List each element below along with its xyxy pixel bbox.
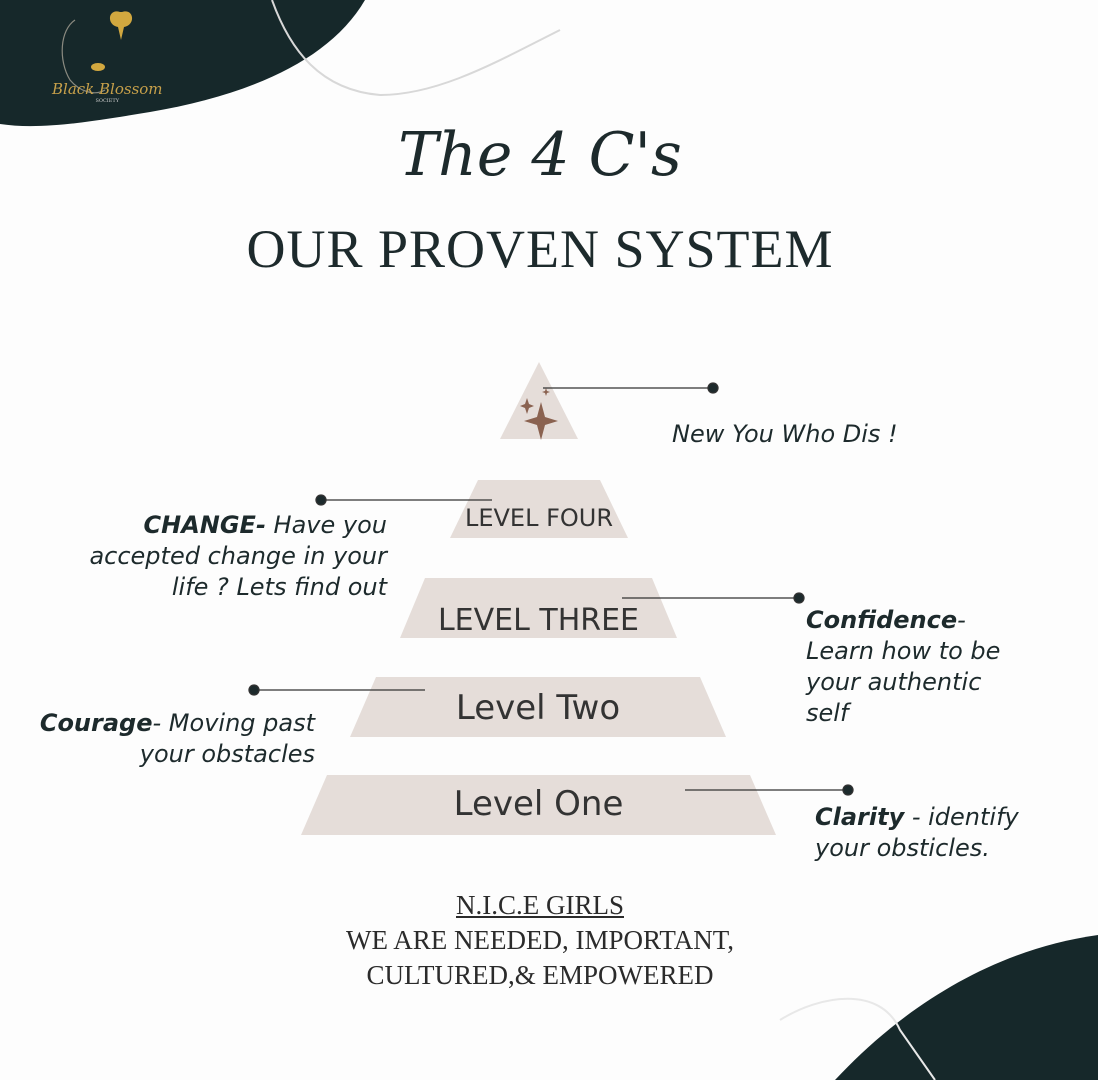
pyramid-level-three bbox=[400, 578, 677, 638]
desc-line: self bbox=[806, 699, 849, 727]
confidence-description: Confidence- Learn how to be your authent… bbox=[806, 605, 1000, 729]
brand-text: Black Blossom bbox=[52, 80, 163, 98]
bottom-right-blob bbox=[835, 935, 1098, 1080]
clarity-description: Clarity - identify your obsticles. bbox=[815, 802, 1019, 864]
confidence-term: Confidence bbox=[806, 606, 958, 634]
change-description: CHANGE- Have you accepted change in your… bbox=[89, 510, 387, 603]
desc-line: Learn how to be bbox=[806, 637, 1001, 665]
pyramid-level-two bbox=[350, 677, 726, 737]
sparkle-icon bbox=[520, 388, 558, 440]
desc-line: - bbox=[957, 606, 966, 634]
desc-line: your obsticles. bbox=[815, 834, 990, 862]
level-one-label: Level One bbox=[453, 784, 624, 824]
courage-term: Courage bbox=[39, 709, 153, 737]
bottom-curve-line bbox=[779, 997, 936, 1080]
desc-line: your obstacles bbox=[139, 740, 315, 768]
footer-heading: N.I.C.E GIRLS bbox=[456, 890, 624, 920]
level-two-label: Level Two bbox=[455, 688, 621, 728]
level-three-label: LEVEL THREE bbox=[437, 603, 640, 638]
pyramid-level-four bbox=[450, 480, 628, 538]
desc-line: your authentic bbox=[806, 668, 982, 696]
page-title: The 4 C's bbox=[398, 120, 682, 190]
top-curve-line bbox=[271, 0, 561, 97]
connector-lines bbox=[248, 382, 854, 796]
desc-line: life ? Lets find out bbox=[171, 573, 387, 601]
pyramid-top bbox=[500, 362, 578, 439]
desc-line: accepted change in your bbox=[89, 542, 387, 570]
desc-line: Have you bbox=[265, 511, 387, 539]
top-left-blob bbox=[0, 0, 365, 127]
pyramid-level-one bbox=[301, 775, 776, 835]
page-subtitle: OUR PROVEN SYSTEM bbox=[246, 219, 834, 279]
footer-line-1: WE ARE NEEDED, IMPORTANT, bbox=[346, 925, 734, 955]
top-label: New You Who Dis ! bbox=[672, 420, 898, 448]
clarity-term: Clarity bbox=[815, 803, 905, 831]
desc-line: - Moving past bbox=[152, 709, 315, 737]
logo-icon bbox=[61, 11, 133, 94]
courage-description: Courage- Moving past your obstacles bbox=[40, 708, 315, 770]
pyramid bbox=[301, 362, 776, 835]
change-term: CHANGE- bbox=[143, 511, 266, 539]
brand-tagline: SOCIETY bbox=[95, 98, 120, 104]
desc-line: - identify bbox=[904, 803, 1019, 831]
footer-line-2: CULTURED,& EMPOWERED bbox=[366, 960, 714, 990]
level-four-label: LEVEL FOUR bbox=[464, 504, 614, 532]
